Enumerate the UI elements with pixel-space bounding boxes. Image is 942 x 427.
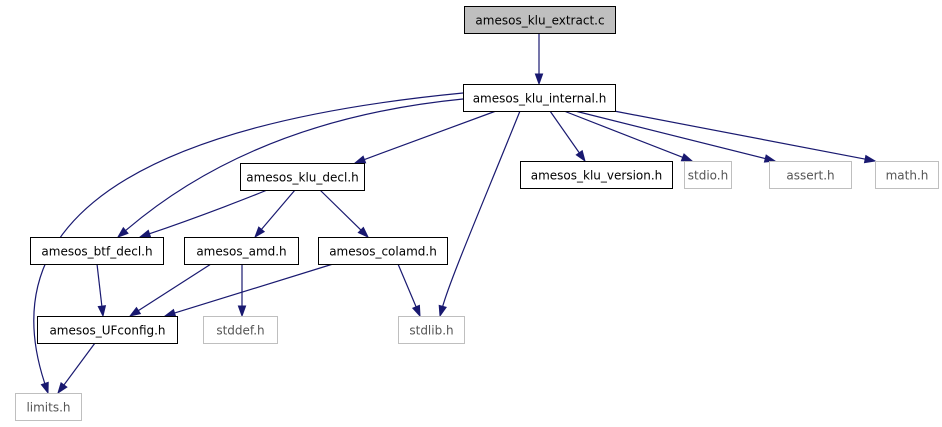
node-box [30,237,164,265]
node-label: assert.h [786,169,834,183]
edge-line [563,110,684,159]
arrowhead-icon [237,305,247,318]
arrowhead-icon [575,149,586,163]
edge-amd-to-stddef [237,264,247,318]
edge-decl-to-colamd [319,189,370,239]
node-label: amesos_klu_version.h [531,169,663,183]
arrowhead-icon [163,308,177,318]
nodes-layer: amesos_klu_extract.c amesos_klu_internal.… [15,6,939,421]
node-box [184,237,299,265]
edge-line [613,110,867,160]
node-label: amesos_klu_decl.h [246,171,359,185]
edge-line [260,189,296,231]
node-box [318,237,448,265]
node-label: limits.h [26,401,70,415]
edge-colamd-to-ufconfig [163,263,334,318]
node-box [398,316,465,344]
node-version[interactable]: amesos_klu_version.h [520,161,673,189]
edge-colamd-to-stdlib [397,263,421,318]
arrowhead-icon [438,304,447,318]
arrowhead-icon [128,306,142,317]
edge-internal-to-btf [116,98,464,238]
node-btf[interactable]: amesos_btf_decl.h [30,237,164,265]
node-ufconfig[interactable]: amesos_UFconfig.h [37,316,178,344]
edge-line [96,263,103,308]
edge-internal-to-assert [574,110,777,163]
node-box [875,161,939,189]
edge-extract-to-internal [534,33,544,86]
node-label: stddef.h [216,324,264,338]
edge-line [319,189,362,232]
node-colamd[interactable]: amesos_colamd.h [318,237,448,265]
node-label: math.h [886,169,929,183]
node-label: amesos_UFconfig.h [49,324,165,338]
edge-internal-to-stdlib [438,110,521,318]
node-label: stdio.h [688,169,728,183]
node-math[interactable]: math.h [875,161,939,189]
arrowhead-icon [138,229,152,238]
arrowhead-icon [411,304,421,318]
node-label: amesos_colamd.h [329,245,437,259]
edge-line [62,342,96,387]
node-box [769,161,852,189]
node-box [203,316,278,344]
node-label: amesos_amd.h [196,245,286,259]
node-box [684,161,732,189]
node-extract[interactable]: amesos_klu_extract.c [464,6,616,34]
edge-btf-to-ufconfig [96,263,107,318]
node-box [37,316,178,344]
node-limits[interactable]: limits.h [15,393,82,421]
arrowhead-icon [863,154,877,164]
node-assert[interactable]: assert.h [769,161,852,189]
node-box [520,161,673,189]
edge-decl-to-amd [254,189,296,239]
edge-line [137,263,212,312]
node-stdio[interactable]: stdio.h [684,161,732,189]
node-label: amesos_klu_internal.h [473,92,607,106]
edge-internal-to-decl [353,110,497,164]
node-box [464,6,616,34]
node-box [15,393,82,421]
edge-ufconfig-to-limits [57,342,96,395]
arrowhead-icon [254,226,266,239]
arrowhead-icon [40,381,49,395]
edge-line [363,110,497,161]
node-box [463,84,616,112]
node-decl[interactable]: amesos_klu_decl.h [240,163,365,191]
arrowhead-icon [353,155,367,164]
node-box [240,163,365,191]
edge-line [574,110,767,160]
arrowhead-icon [116,226,129,238]
node-internal[interactable]: amesos_klu_internal.h [463,84,616,112]
edge-line [124,98,464,232]
edge-line [397,263,418,308]
edge-internal-to-version [549,110,586,163]
edge-line [173,263,334,314]
node-stddef[interactable]: stddef.h [203,316,278,344]
edge-internal-to-math [613,110,877,164]
node-label: stdlib.h [409,324,453,338]
arrowhead-icon [534,73,544,86]
node-label: amesos_btf_decl.h [41,245,152,259]
node-label: amesos_klu_extract.c [475,14,604,28]
arrowhead-icon [97,305,107,318]
node-amd[interactable]: amesos_amd.h [184,237,299,265]
edge-internal-to-limits [33,92,464,395]
edge-internal-to-stdio [563,110,694,162]
arrowhead-icon [57,381,68,395]
edge-line [441,110,521,308]
edge-line [33,92,464,385]
node-stdlib[interactable]: stdlib.h [398,316,465,344]
arrowhead-icon [357,226,370,239]
edge-line [549,110,581,154]
arrowhead-icon [680,153,694,162]
edge-amd-to-ufconfig [128,263,212,317]
